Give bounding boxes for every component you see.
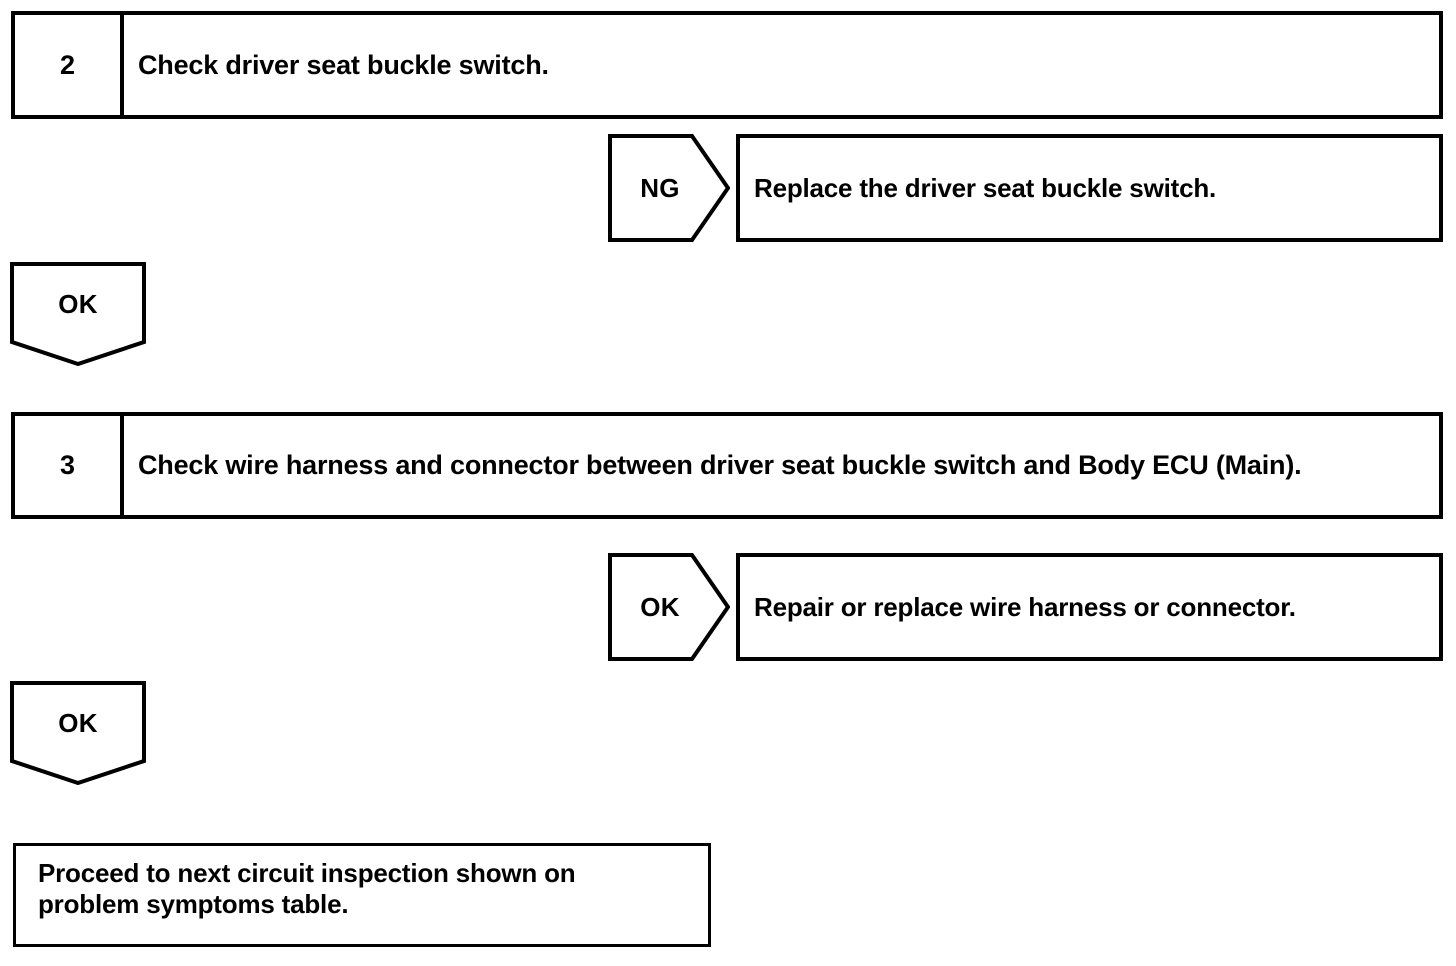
step-box-3: 3 Check wire harness and connector betwe…: [11, 412, 1443, 519]
branch-arrow-ok-2: OK: [608, 553, 730, 661]
result-box-replace-switch: Replace the driver seat buckle switch.: [736, 134, 1443, 242]
flow-arrow-ok-1: OK: [10, 262, 146, 366]
step-box-2: 2 Check driver seat buckle switch.: [11, 11, 1443, 119]
final-box-line-1: Proceed to next circuit inspection shown…: [38, 858, 576, 888]
branch-arrow-ng: NG: [608, 134, 730, 242]
branch-arrow-ok-2-label: OK: [640, 591, 680, 622]
final-box-text: Proceed to next circuit inspection shown…: [38, 858, 576, 919]
result-box-repair-harness: Repair or replace wire harness or connec…: [736, 553, 1443, 661]
branch-arrow-ng-label: NG: [640, 172, 680, 203]
flow-arrow-ok-1-label: OK: [58, 288, 98, 319]
step-number-2: 2: [15, 15, 124, 115]
flow-arrow-ok-2: OK: [10, 681, 146, 785]
step-text-3: Check wire harness and connector between…: [138, 450, 1302, 481]
step-number-3: 3: [15, 416, 124, 515]
final-box-proceed: Proceed to next circuit inspection shown…: [13, 843, 711, 947]
step-text-2: Check driver seat buckle switch.: [138, 49, 549, 80]
flow-arrow-ok-2-label: OK: [58, 707, 98, 738]
final-box-line-2: problem symptoms table.: [38, 888, 349, 919]
